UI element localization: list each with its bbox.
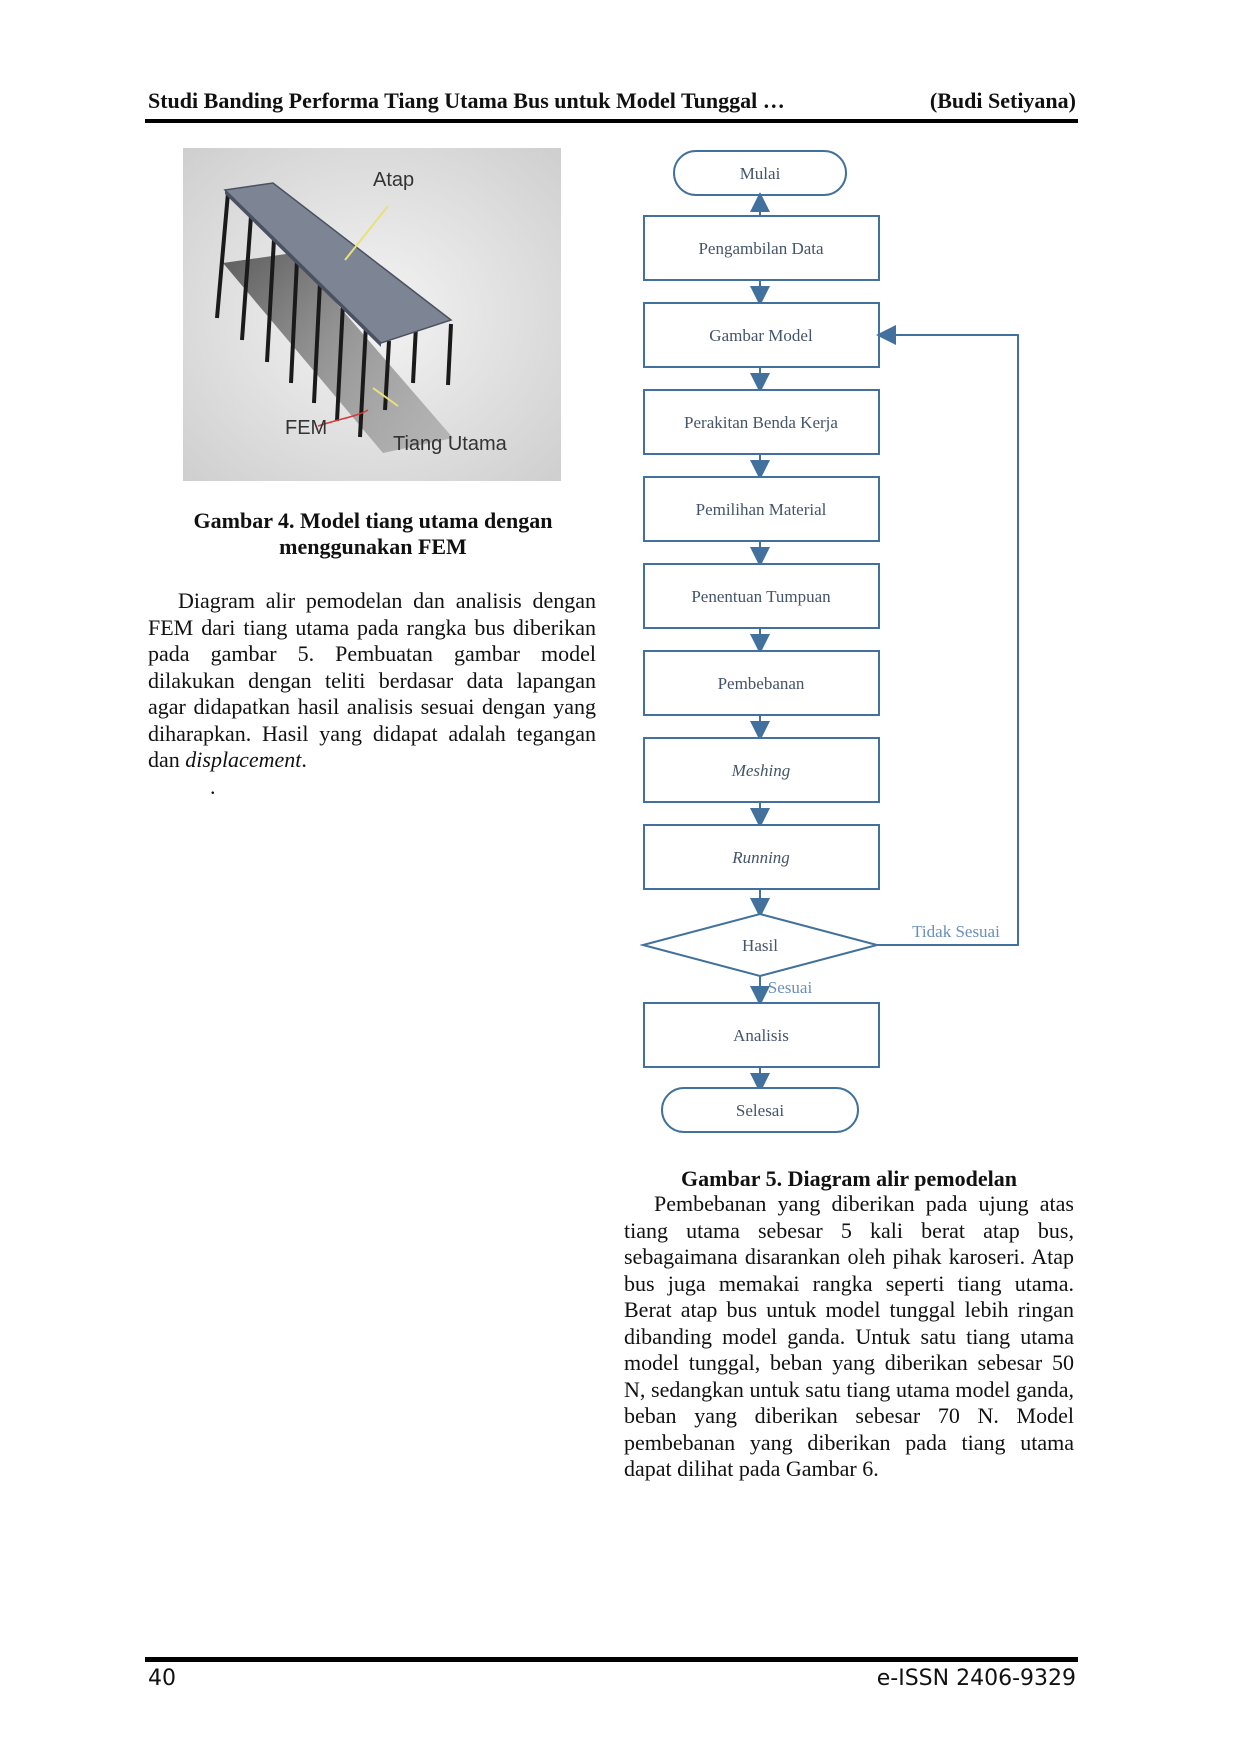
flow-step-5-shape bbox=[643, 563, 880, 629]
label-fem: FEM bbox=[285, 417, 327, 439]
right-paragraph: Pembebanan yang diberikan pada ujung ata… bbox=[624, 1191, 1074, 1483]
header-author: (Budi Setiyana) bbox=[929, 88, 1076, 113]
flow-step-7-label: Meshing bbox=[731, 761, 791, 780]
flow-analysis-label: Analisis bbox=[733, 1026, 789, 1045]
stray-dot: . bbox=[210, 774, 216, 799]
flow-step-1-label: Pengambilan Data bbox=[698, 239, 824, 258]
label-tiang-utama: Tiang Utama bbox=[393, 433, 508, 455]
figure4-caption-line1: Gambar 4. Model tiang utama dengan bbox=[193, 508, 553, 533]
running-header: Studi Banding Performa Tiang Utama Bus u… bbox=[148, 88, 1076, 124]
flow-step-5-label: Penentuan Tumpuan bbox=[691, 587, 831, 606]
flow-step-8-shape bbox=[643, 824, 880, 890]
left-paragraph-italic: displacement bbox=[185, 747, 302, 772]
header-rule bbox=[145, 119, 1078, 123]
footer-rule bbox=[145, 1657, 1078, 1662]
figure4-caption-line2: menggunakan FEM bbox=[279, 534, 467, 559]
tiang-leader bbox=[372, 387, 399, 407]
issn: e-ISSN 2406-9329 bbox=[876, 1666, 1076, 1691]
flow-no-label: Tidak Sesuai bbox=[912, 922, 1000, 941]
flow-step-6-label: Pembebanan bbox=[718, 674, 805, 693]
left-paragraph: Diagram alir pemodelan dan analisis deng… bbox=[148, 588, 596, 774]
flow-step-2-label: Gambar Model bbox=[709, 326, 813, 345]
flow-step-3-label: Perakitan Benda Kerja bbox=[684, 413, 838, 432]
right-paragraph-text: Pembebanan yang diberikan pada ujung ata… bbox=[624, 1191, 1074, 1481]
left-paragraph-text: Diagram alir pemodelan dan analisis deng… bbox=[148, 588, 596, 772]
flow-step-8-label: Running bbox=[731, 848, 790, 867]
flow-analysis-shape bbox=[643, 1002, 880, 1068]
left-paragraph-end: . bbox=[301, 747, 307, 772]
flow-end-label: Selesai bbox=[736, 1101, 784, 1120]
flow-step-1-shape bbox=[643, 215, 880, 281]
flow-step-3-shape bbox=[643, 389, 880, 455]
figure4-caption: Gambar 4. Model tiang utama dengan mengg… bbox=[150, 508, 596, 560]
page-number: 40 bbox=[148, 1666, 176, 1691]
fem-leader bbox=[317, 409, 369, 427]
roof-edge bbox=[225, 190, 381, 347]
pillars bbox=[215, 192, 453, 438]
flow-yes-label: Sesuai bbox=[768, 978, 813, 997]
flow-step-4-label: Pemilihan Material bbox=[696, 500, 827, 519]
flow-step-4-shape bbox=[643, 476, 880, 542]
header-title: Studi Banding Performa Tiang Utama Bus u… bbox=[148, 88, 785, 113]
label-atap: Atap bbox=[373, 169, 414, 191]
flow-start-label: Mulai bbox=[740, 164, 781, 183]
feedback-loop-line bbox=[876, 325, 1019, 946]
figure5-caption: Gambar 5. Diagram alir pemodelan bbox=[681, 1166, 1017, 1191]
flow-decision-label: Hasil bbox=[742, 936, 778, 955]
atap-leader bbox=[344, 205, 389, 261]
flow-step-7-shape bbox=[643, 737, 880, 803]
flow-end-shape bbox=[661, 1087, 859, 1133]
figure4-model-image: Atap FEM Tiang Utama bbox=[183, 148, 561, 481]
figure5-flowchart: Mulai Pengambilan Data Gambar Model Pera… bbox=[640, 150, 1019, 1133]
flow-step-6-shape bbox=[643, 650, 880, 716]
